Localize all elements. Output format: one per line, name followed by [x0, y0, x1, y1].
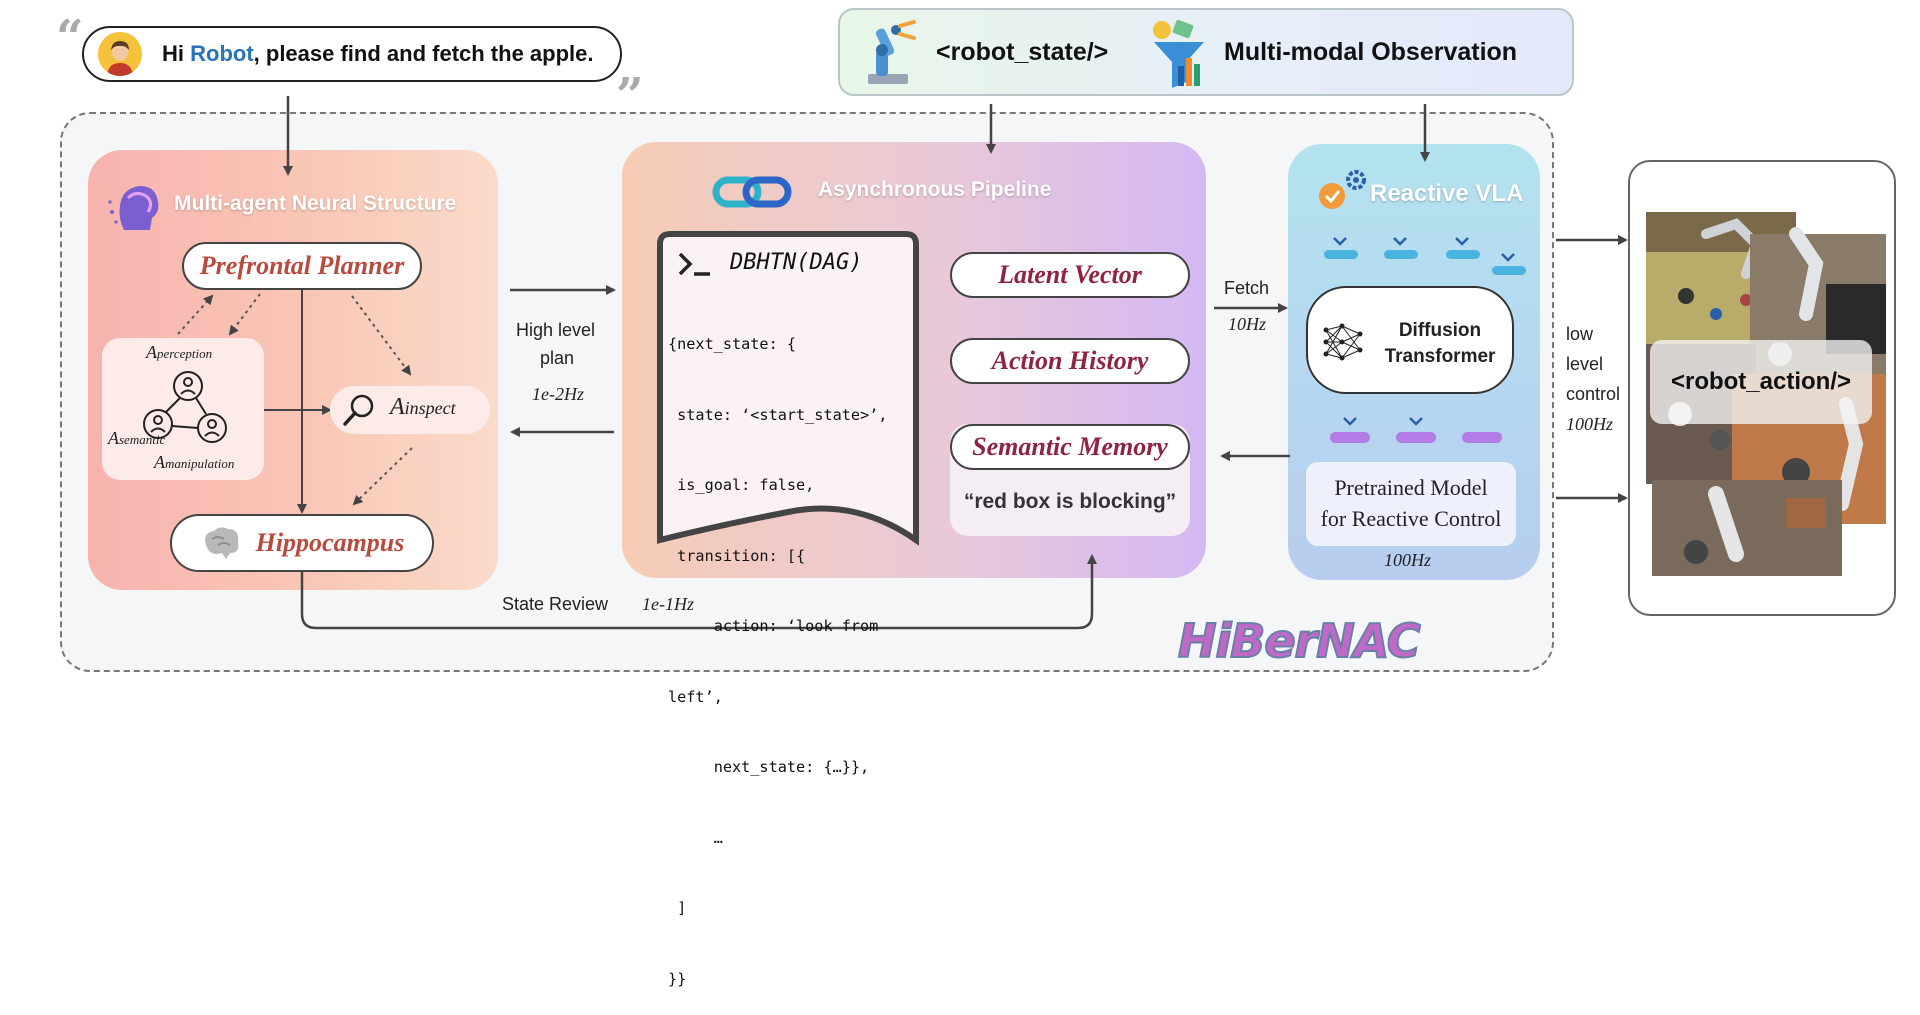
connector-layer: [177, 96, 1628, 630]
observation-box: <robot_state/> Multi-modal Observation: [838, 8, 1574, 96]
code-line: state: ‘<start_state>’,: [668, 405, 888, 424]
instruction-suffix: , please find and fetch the apple.: [253, 41, 594, 66]
agents-network-icon: [143, 371, 227, 443]
agent-semantic-label: Asemantic: [108, 428, 166, 448]
hippocampus-label: Hippocampus: [255, 528, 405, 557]
brand-logo: HiBerNAC: [1177, 613, 1422, 669]
code-line: {next_state: {: [668, 335, 797, 353]
latent-vector-node: Latent Vector: [950, 252, 1190, 298]
code-line: action: ‘look from: [668, 617, 879, 635]
state-review-rate: 1e-1Hz: [642, 594, 694, 614]
dbhtn-document: [657, 231, 919, 546]
agents-cluster: Aperception Asemantic Amanipulation: [102, 338, 264, 480]
diffusion-label-line1: Diffusion: [1398, 320, 1482, 341]
latent-vector-label: Latent Vector: [998, 260, 1142, 289]
instruction-robot-word: Robot: [190, 41, 254, 66]
hippocampus-node: Hippocampus: [170, 514, 434, 572]
prefrontal-planner-node: Prefrontal Planner: [182, 242, 422, 290]
robot-action-tag: <robot_action/>: [1650, 340, 1872, 424]
gear-check-icon: [1314, 168, 1370, 219]
pretrained-line1: Pretrained Model: [1334, 475, 1488, 500]
instruction-prefix: Hi: [162, 41, 191, 66]
diffusion-transformer-node: Diffusion Transformer: [1306, 286, 1514, 394]
neural-net-icon: [1323, 323, 1363, 361]
fetch-label: Fetch: [1224, 278, 1270, 298]
fetch-rate: 10Hz: [1228, 314, 1267, 334]
async-pipeline-title: Asynchronous Pipeline: [818, 178, 1052, 201]
pretrained-line2: for Reactive Control: [1320, 506, 1502, 531]
high-level-plan-line1: High level: [516, 320, 596, 340]
low-level-line3: control: [1566, 384, 1621, 404]
semantic-memory-quote: “red box is blocking”: [963, 490, 1177, 513]
brain-head-icon: [106, 178, 164, 241]
reactive-vla-title: Reactive VLA: [1370, 180, 1524, 207]
high-level-plan-rate: 1e-2Hz: [532, 384, 584, 404]
agent-manipulation-label: Amanipulation: [154, 452, 235, 472]
terminal-prompt-icon: [676, 250, 712, 283]
output-tokens-icon: [1330, 417, 1502, 443]
user-avatar-icon: [98, 32, 142, 76]
code-line: …: [668, 828, 723, 847]
low-level-line2: level: [1566, 354, 1604, 374]
observation-title: Multi-modal Observation: [1224, 38, 1518, 66]
state-review-label: State Review: [502, 594, 609, 614]
action-history-node: Action History: [950, 338, 1190, 384]
prefrontal-planner-label: Prefrontal Planner: [199, 251, 405, 280]
diffusion-label-line2: Transformer: [1384, 346, 1496, 367]
dbhtn-code: {next_state: { state: ‘<start_state>’, i…: [668, 286, 918, 1015]
brain-icon: [204, 527, 238, 559]
action-history-label: Action History: [991, 346, 1149, 375]
high-level-plan-line2: plan: [540, 348, 575, 368]
agent-inspect-label: Ainspect: [390, 394, 456, 420]
robot-arm-icon: [862, 20, 924, 91]
semantic-memory-node: Semantic Memory: [950, 424, 1190, 470]
code-line: }}: [668, 969, 687, 988]
low-level-rate: 100Hz: [1566, 414, 1614, 434]
mans-title: Multi-agent Neural Structure: [174, 192, 457, 215]
funnel-chart-icon: [1150, 16, 1208, 95]
code-line: left’,: [668, 687, 723, 706]
magnifier-icon: [343, 394, 374, 426]
dbhtn-title: DBHTN(DAG): [730, 250, 863, 275]
input-tokens-icon: [1324, 237, 1526, 275]
code-line: transition: [{: [668, 546, 806, 565]
diffusion-transformer-label: Diffusion Transformer: [1370, 318, 1510, 370]
code-line: is_goal: false,: [668, 476, 815, 494]
vla-rate: 100Hz: [1384, 550, 1432, 570]
pretrained-model-card: Pretrained Model for Reactive Control: [1306, 462, 1516, 546]
agent-perception-label: Aperception: [146, 342, 213, 362]
instruction-bubble: Hi Robot, please find and fetch the appl…: [82, 26, 622, 82]
low-level-line1: low: [1566, 324, 1594, 344]
robot-state-tag: <robot_state/>: [936, 38, 1109, 66]
code-line: next_state: {…}},: [668, 758, 870, 776]
semantic-memory-label: Semantic Memory: [972, 432, 1168, 461]
instruction-text: Hi Robot, please find and fetch the appl…: [162, 41, 594, 67]
agent-inspect-node: Ainspect: [330, 386, 490, 434]
open-quote-mark: “: [56, 10, 84, 66]
chain-link-icon: [712, 172, 792, 217]
code-line: ]: [668, 899, 687, 917]
